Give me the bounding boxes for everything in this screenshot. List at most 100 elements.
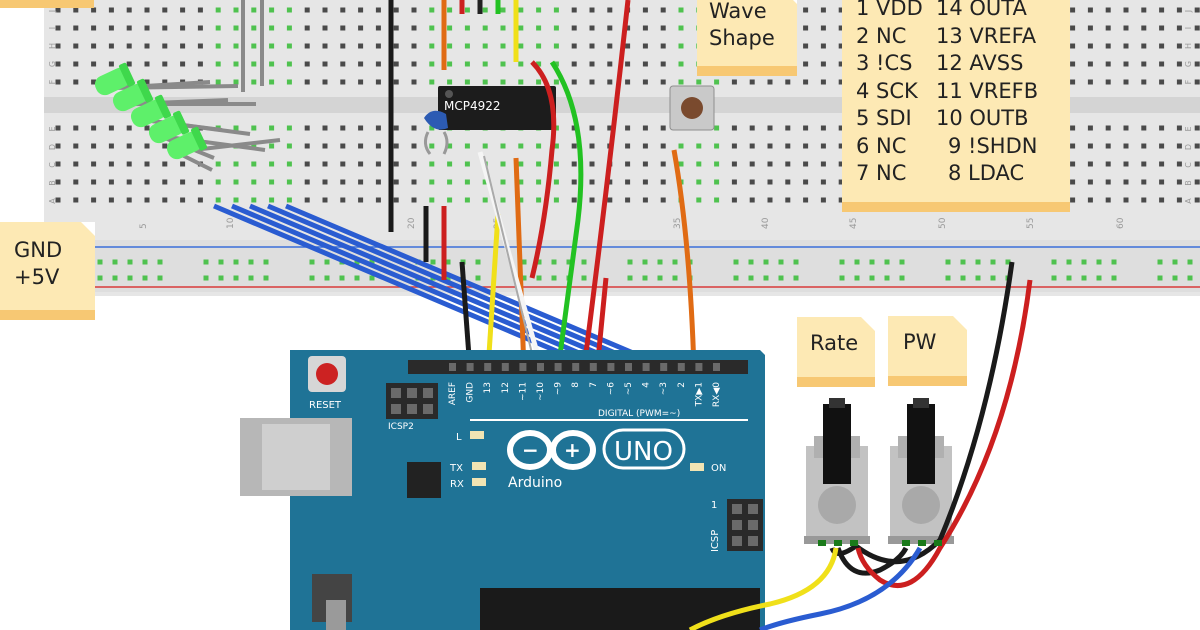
breadboard-hole [785, 161, 791, 167]
breadboard-hole [1087, 43, 1093, 49]
breadboard-hole [607, 197, 613, 203]
breadboard-hole [553, 179, 559, 185]
breadboard-hole [1123, 25, 1129, 31]
breadboard-hole [731, 161, 737, 167]
rail-hole [657, 275, 663, 281]
breadboard-hole [322, 125, 328, 131]
rail-hole [1066, 259, 1072, 265]
header-pin[interactable] [589, 363, 597, 371]
breadboard-hole [162, 61, 168, 67]
header-pin[interactable] [677, 363, 685, 371]
breadboard-hole [340, 161, 346, 167]
breadboard-hole [286, 25, 292, 31]
header-pin[interactable] [449, 363, 456, 371]
potentiometer-pw[interactable] [888, 398, 954, 544]
header-pin[interactable] [695, 363, 703, 371]
breadboard-hole [447, 143, 453, 149]
potentiometer-rate[interactable] [804, 398, 870, 544]
breadboard-hole [269, 197, 275, 203]
rail-hole [445, 259, 451, 265]
header-pin[interactable] [484, 363, 492, 371]
breadboard-hole [660, 197, 666, 203]
breadboard-hole [162, 25, 168, 31]
row-letter: C [48, 162, 57, 168]
breadboard-hole [518, 61, 524, 67]
header-pin[interactable] [466, 363, 474, 371]
pinout-left: 7 NC [856, 161, 907, 185]
header-pin-label: 4 [642, 382, 652, 388]
breadboard-hole [642, 25, 648, 31]
breadboard-hole [820, 197, 826, 203]
breadboard-hole [678, 161, 684, 167]
breadboard-hole [215, 43, 221, 49]
breadboard-hole [144, 197, 150, 203]
breadboard-hole [91, 43, 97, 49]
breadboard-hole [55, 61, 61, 67]
breadboard-hole [340, 197, 346, 203]
breadboard-hole [108, 161, 114, 167]
breadboard-hole [785, 179, 791, 185]
breadboard-hole [429, 161, 435, 167]
header-pin[interactable] [554, 363, 562, 371]
header-pin[interactable] [572, 363, 580, 371]
breadboard-hole [464, 61, 470, 67]
breadboard-hole [91, 125, 97, 131]
breadboard-hole [731, 143, 737, 149]
breadboard-hole [838, 43, 844, 49]
breadboard-hole [553, 79, 559, 85]
breadboard-hole [1087, 161, 1093, 167]
breadboard-hole [642, 143, 648, 149]
rail-hole [1157, 259, 1163, 265]
header-pin[interactable] [713, 363, 720, 371]
breadboard-hole [1176, 79, 1182, 85]
breadboard-hole [482, 79, 488, 85]
breadboard-hole [1070, 25, 1076, 31]
rail-hole [233, 275, 239, 281]
breadboard-hole [233, 79, 239, 85]
reset-button-cap[interactable] [316, 363, 338, 385]
breadboard-hole [714, 125, 720, 131]
breadboard-hole [1123, 143, 1129, 149]
breadboard-hole [767, 125, 773, 131]
breadboard-hole [1123, 197, 1129, 203]
row-letter: D [48, 144, 57, 150]
breadboard-hole [1159, 79, 1165, 85]
breadboard-hole [286, 125, 292, 131]
breadboard-hole [286, 61, 292, 67]
breadboard-hole [197, 7, 203, 13]
wire-black-pot-link [835, 546, 909, 576]
breadboard-hole [144, 143, 150, 149]
breadboard-hole [1105, 61, 1111, 67]
breadboard-hole [393, 197, 399, 203]
breadboard-hole [1070, 79, 1076, 85]
rail-hole [733, 259, 739, 265]
breadboard-hole [108, 179, 114, 185]
rail-hole [1051, 275, 1057, 281]
breadboard-hole [73, 25, 79, 31]
breadboard-hole [1087, 143, 1093, 149]
header-pin[interactable] [501, 363, 509, 371]
breadboard-hole [1176, 61, 1182, 67]
breadboard-hole [625, 79, 631, 85]
column-number: 20 [407, 217, 417, 229]
header-pin[interactable] [660, 363, 668, 371]
breadboard-hole [500, 43, 506, 49]
breadboard-hole [536, 143, 542, 149]
header-pin-label: ~9 [554, 382, 564, 396]
breadboard-hole [358, 179, 364, 185]
breadboard-hole [589, 143, 595, 149]
breadboard-hole [358, 197, 364, 203]
breadboard-hole [73, 61, 79, 67]
pinout-right: 12 AVSS [936, 51, 1024, 75]
header-pin[interactable] [607, 363, 615, 371]
breadboard-hole [358, 125, 364, 131]
header-pin[interactable] [537, 363, 544, 371]
rail-hole [642, 259, 648, 265]
header-pin[interactable] [625, 363, 632, 371]
breadboard-hole [464, 197, 470, 203]
mcp4922-chip [438, 86, 556, 130]
breadboard-hole [322, 143, 328, 149]
push-button-cap[interactable] [681, 97, 703, 119]
header-pin[interactable] [642, 363, 650, 371]
header-pin[interactable] [519, 363, 527, 371]
